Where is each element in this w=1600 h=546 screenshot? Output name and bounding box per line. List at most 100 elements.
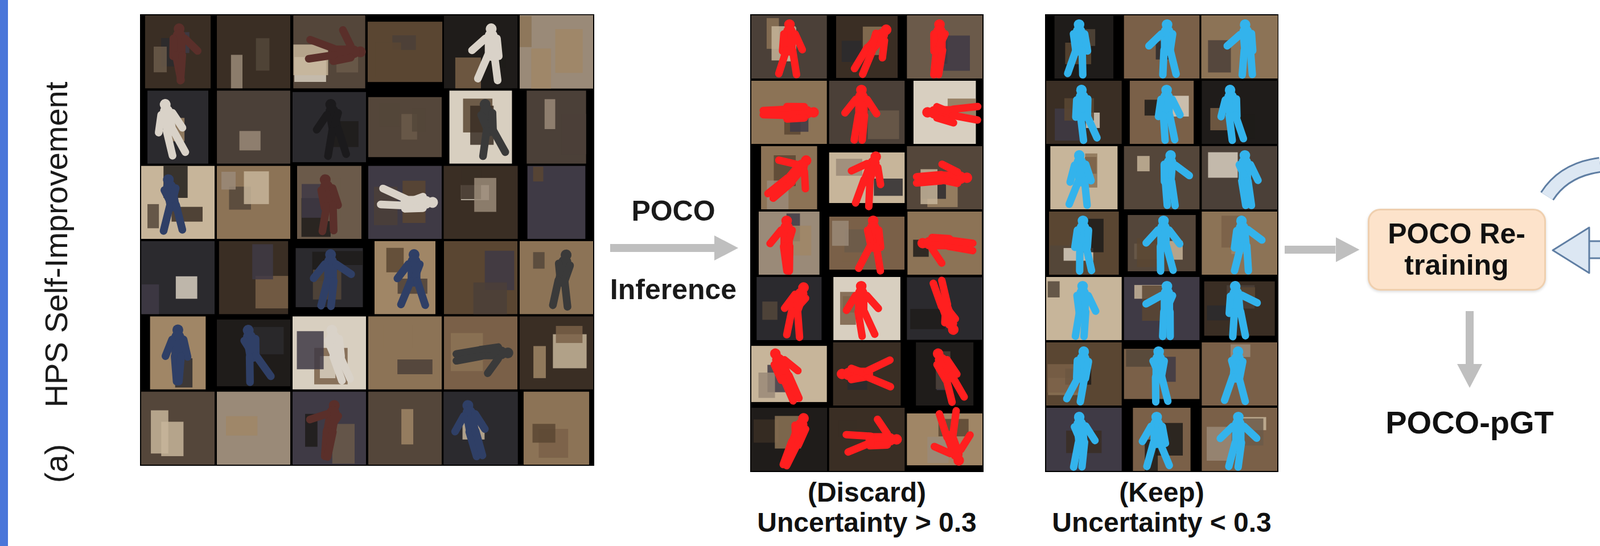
output-label: POCO-pGT xyxy=(1385,405,1554,441)
loop-arrow-body xyxy=(1547,165,1600,197)
body-limb xyxy=(184,38,198,52)
body-mesh xyxy=(1066,345,1091,403)
body-limb xyxy=(952,115,978,121)
photo-tile xyxy=(1046,408,1122,472)
body-limb xyxy=(848,442,871,453)
panel-caption: (Discard)Uncertainty > 0.3 xyxy=(750,478,984,539)
flow-arrow xyxy=(1465,311,1474,365)
photo-detail xyxy=(473,282,508,315)
photo-tile xyxy=(1201,211,1278,275)
body-limb xyxy=(1220,426,1233,439)
body-limb xyxy=(1240,50,1247,76)
body-mesh xyxy=(551,248,578,308)
body-limb xyxy=(175,204,183,231)
photo-detail xyxy=(297,331,324,370)
photo-tile xyxy=(219,241,289,315)
photo-tile xyxy=(141,241,215,315)
photo-tile xyxy=(519,15,594,89)
body-limb xyxy=(845,99,857,114)
body-limb xyxy=(1075,246,1084,272)
photo-detail xyxy=(561,113,587,155)
photo-tile xyxy=(519,241,594,315)
body-limb xyxy=(339,354,351,381)
photo-tile xyxy=(368,316,442,390)
photo-tile xyxy=(1124,277,1200,341)
photo-tile xyxy=(141,166,215,240)
body-limb xyxy=(323,130,337,156)
photo-tile xyxy=(292,392,366,466)
photo-detail xyxy=(252,244,274,280)
body-limb xyxy=(475,430,483,457)
body-mesh xyxy=(173,23,198,81)
body-limb xyxy=(1170,50,1176,74)
body-mesh xyxy=(397,249,426,306)
image-grid-ground xyxy=(140,14,595,467)
photo-tile xyxy=(751,346,828,403)
photo-tile xyxy=(443,241,518,315)
photo-tile xyxy=(216,15,291,89)
body-limb xyxy=(1145,295,1162,305)
arrow-label: POCO xyxy=(631,195,715,228)
body-limb xyxy=(790,313,808,339)
photo-tile xyxy=(907,211,982,275)
body-limb xyxy=(1171,99,1180,115)
photo-tile xyxy=(368,166,442,240)
photo-tile xyxy=(216,319,291,387)
body-limb xyxy=(916,181,942,184)
process-box: POCO Re-training xyxy=(1367,208,1546,291)
body-limb xyxy=(1169,181,1178,206)
node-text: POCO Re-training xyxy=(1378,218,1536,282)
body-limb xyxy=(938,50,943,75)
body-mesh xyxy=(916,164,973,184)
photo-tile xyxy=(1204,281,1275,337)
photo-tile xyxy=(915,342,974,406)
photo-tile xyxy=(1124,15,1200,79)
photo-tile xyxy=(1129,80,1194,145)
photo-tile xyxy=(836,15,898,78)
body-limb xyxy=(308,55,335,60)
body-limb xyxy=(934,442,951,459)
photo-detail xyxy=(531,48,551,89)
body-torso xyxy=(1241,227,1244,246)
body-limb xyxy=(1085,425,1095,442)
body-limb xyxy=(867,377,891,388)
body-limb xyxy=(770,230,781,245)
photo-detail xyxy=(141,284,159,315)
body-mesh xyxy=(836,360,891,388)
body-limb xyxy=(1166,246,1174,271)
photo-detail xyxy=(383,325,413,349)
body-mesh xyxy=(1074,215,1092,272)
body-mesh xyxy=(858,215,882,271)
body-limb xyxy=(1248,181,1252,206)
photo-tile xyxy=(519,316,594,390)
body-mesh xyxy=(778,19,802,75)
photo-tile xyxy=(1050,146,1118,210)
body-mesh xyxy=(1067,19,1088,76)
photo-detail xyxy=(519,15,532,48)
body-limb xyxy=(866,99,877,115)
body-mesh xyxy=(1226,279,1261,338)
body-torso xyxy=(1079,162,1082,181)
panel-images xyxy=(750,14,984,473)
body-mesh xyxy=(312,173,343,233)
body-torso xyxy=(1082,96,1084,115)
photo-tile xyxy=(1132,408,1191,472)
body-limb xyxy=(788,375,800,399)
photo-tile xyxy=(751,80,828,145)
flow-arrow xyxy=(1284,245,1336,254)
photo-tile xyxy=(443,166,518,240)
arrow-label: Inference xyxy=(610,274,737,306)
body-mesh xyxy=(153,96,188,158)
photo-detail xyxy=(533,166,544,182)
body-limb xyxy=(1162,311,1164,337)
body-limb xyxy=(763,109,789,111)
body-limb xyxy=(1250,165,1258,182)
body-limb xyxy=(314,114,329,130)
body-limb xyxy=(858,311,863,337)
body-torso xyxy=(790,166,802,180)
photo-detail xyxy=(533,252,545,269)
body-mesh xyxy=(313,249,352,307)
photo-tile xyxy=(829,216,905,270)
panel-heading: (Discard) xyxy=(750,478,984,509)
photo-detail xyxy=(412,108,426,133)
